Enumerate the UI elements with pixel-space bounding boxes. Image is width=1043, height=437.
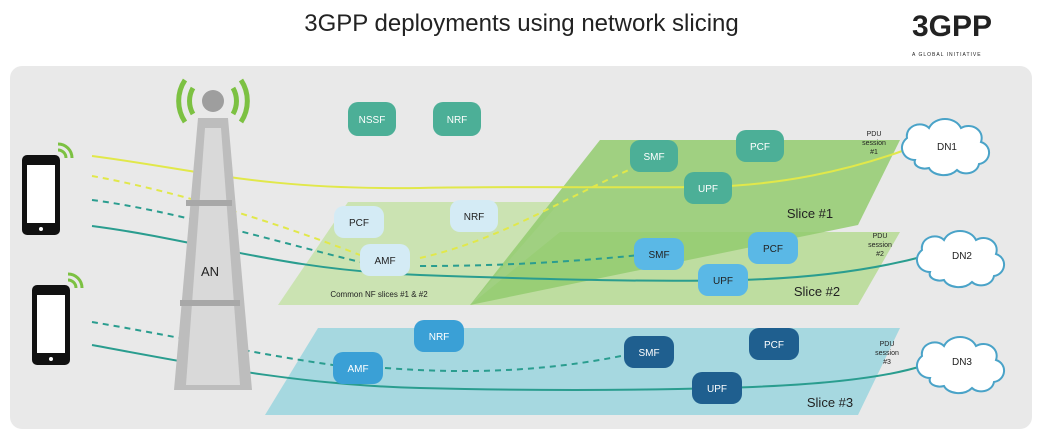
nf-upf-slice1: UPF xyxy=(684,172,732,204)
svg-text:PCF: PCF xyxy=(763,244,783,255)
nf-pcf-common: PCF xyxy=(334,206,384,238)
svg-text:PCF: PCF xyxy=(750,142,770,153)
nf-nrf-common: NRF xyxy=(450,200,498,232)
access-node-label: AN xyxy=(201,264,219,279)
slice2-label: Slice #2 xyxy=(794,284,840,299)
svg-text:NRF: NRF xyxy=(447,115,468,126)
svg-text:NRF: NRF xyxy=(429,332,450,343)
svg-text:SMF: SMF xyxy=(638,348,659,359)
svg-text:PCF: PCF xyxy=(764,340,784,351)
dn2-label: DN2 xyxy=(952,251,972,262)
access-node-tower: AN xyxy=(174,78,252,390)
svg-text:SMF: SMF xyxy=(643,152,664,163)
slice1-label: Slice #1 xyxy=(787,206,833,221)
phone-1 xyxy=(22,142,74,235)
nf-smf-slice2: SMF xyxy=(634,238,684,270)
pdu3-line1: PDU xyxy=(880,341,895,348)
nf-nssf: NSSF xyxy=(348,102,396,136)
nf-smf-slice1: SMF xyxy=(630,140,678,172)
nf-upf-slice3: UPF xyxy=(692,372,742,404)
slice3-label: Slice #3 xyxy=(807,395,853,410)
slice1-plane xyxy=(470,140,900,305)
svg-text:NRF: NRF xyxy=(464,212,485,223)
svg-text:SMF: SMF xyxy=(648,250,669,261)
svg-text:UPF: UPF xyxy=(707,384,727,395)
nf-pcf-slice3: PCF xyxy=(749,328,799,360)
nf-amf-common: AMF xyxy=(360,244,410,276)
nf-amf-slice3: AMF xyxy=(333,352,383,384)
svg-text:UPF: UPF xyxy=(698,184,718,195)
phone-2 xyxy=(32,272,84,365)
pdu3-line3: #3 xyxy=(883,359,891,366)
svg-text:NSSF: NSSF xyxy=(359,115,386,126)
nf-pcf-slice2: PCF xyxy=(748,232,798,264)
svg-text:AMF: AMF xyxy=(347,364,368,375)
nf-pcf-slice1: PCF xyxy=(736,130,784,162)
nf-nrf-slice3: NRF xyxy=(414,320,464,352)
svg-text:PCF: PCF xyxy=(349,218,369,229)
pdu3-line2: session xyxy=(875,350,899,357)
pdu2-line1: PDU xyxy=(873,233,888,240)
nf-upf-slice2: UPF xyxy=(698,264,748,296)
nf-smf-slice3: SMF xyxy=(624,336,674,368)
dn1-label: DN1 xyxy=(937,142,957,153)
dn3-cloud: DN3 xyxy=(915,336,1005,394)
pdu2-line2: session xyxy=(868,242,892,249)
slice3-amf-smf-line xyxy=(384,351,641,373)
svg-text:AMF: AMF xyxy=(374,256,395,267)
pdu1-line2: session xyxy=(862,140,886,147)
nf-nrf-top: NRF xyxy=(433,102,481,136)
pdu1-line1: PDU xyxy=(867,131,882,138)
dn1-cloud: DN1 xyxy=(900,118,990,176)
pdu2-line3: #2 xyxy=(876,251,884,258)
diagram-title: 3GPP deployments using network slicing xyxy=(304,10,739,37)
dn3-label: DN3 xyxy=(952,357,972,368)
pdu1-line3: #1 xyxy=(870,149,878,156)
svg-text:UPF: UPF xyxy=(713,276,733,287)
dn2-cloud: DN2 xyxy=(915,230,1005,288)
slice2-amf-smf-line xyxy=(419,254,641,267)
common-nf-label: Common NF slices #1 & #2 xyxy=(330,290,428,299)
